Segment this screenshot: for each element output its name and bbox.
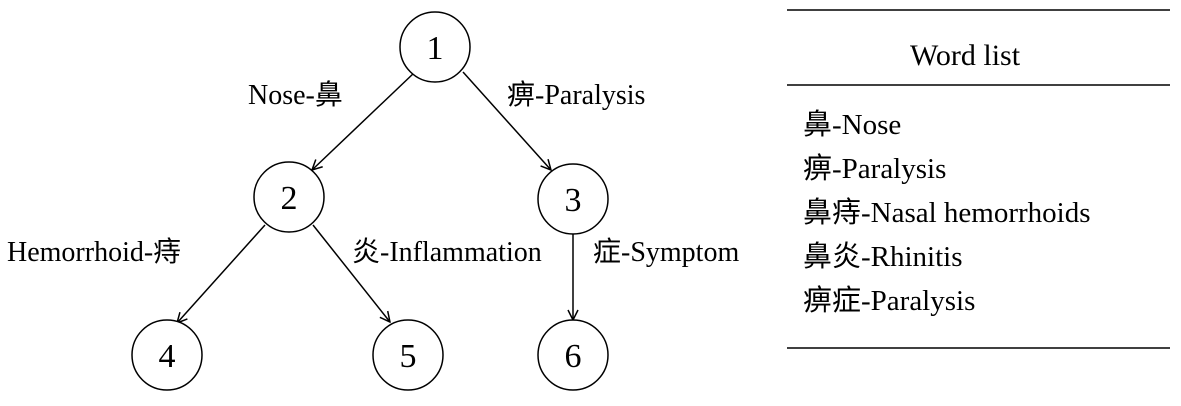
node-4: 4 [131, 319, 203, 391]
word-list-item: 痹症-Paralysis [803, 284, 975, 317]
edge-1-2 [312, 71, 416, 170]
node-2: 2 [253, 161, 325, 233]
edge-1-3 [462, 71, 551, 170]
word-list-item: 鼻-Nose [803, 108, 901, 141]
node-5: 5 [372, 319, 444, 391]
node-3-circle [537, 163, 609, 235]
node-4-label: 4 [159, 338, 176, 375]
edge-2-4 [177, 224, 266, 323]
word-list-item: 鼻炎-Rhinitis [803, 240, 963, 273]
edge-label-1-2: Nose-鼻 [248, 79, 343, 111]
edge-label-1-3: 痹-Paralysis [507, 79, 645, 111]
edge-label-3-6: 症-Symptom [593, 236, 739, 268]
node-1-label: 1 [427, 30, 444, 67]
node-2-label: 2 [281, 180, 298, 217]
edge-label-2-4: Hemorrhoid-痔 [7, 236, 181, 268]
node-1: 1 [399, 11, 471, 83]
word-list-item: 痹-Paralysis [803, 152, 946, 185]
tree-nodes: 1 2 3 4 5 6 [131, 11, 609, 391]
tree-edges [177, 71, 573, 323]
word-list-title: Word list [910, 39, 1021, 72]
node-1-circle [399, 11, 471, 83]
node-5-label: 5 [400, 338, 417, 375]
edge-labels: Nose-鼻 痹-Paralysis Hemorrhoid-痔 炎-Inflam… [7, 79, 739, 268]
node-3: 3 [537, 163, 609, 235]
node-2-circle [253, 161, 325, 233]
node-6-circle [537, 319, 609, 391]
node-5-circle [372, 319, 444, 391]
node-3-label: 3 [565, 182, 582, 219]
edge-label-2-5: 炎-Inflammation [352, 237, 542, 268]
word-list-item: 鼻痔-Nasal hemorrhoids [803, 196, 1091, 229]
node-4-circle [131, 319, 203, 391]
node-6-label: 6 [565, 338, 582, 375]
word-list: Word list 鼻-Nose 痹-Paralysis 鼻痔-Nasal he… [787, 9, 1170, 349]
node-6: 6 [537, 319, 609, 391]
edge-2-5 [312, 224, 390, 322]
